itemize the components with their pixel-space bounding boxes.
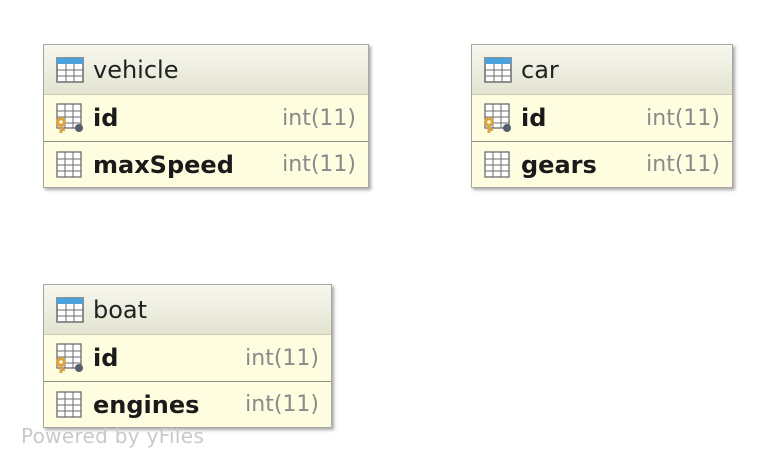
table-header[interactable]: boat (44, 285, 331, 335)
column-icon (56, 390, 82, 418)
table-icon (56, 56, 84, 83)
table-header[interactable]: vehicle (44, 45, 368, 95)
column-row[interactable]: id int(11) (472, 95, 732, 141)
column-icon (484, 150, 510, 178)
table-header[interactable]: car (472, 45, 732, 95)
table-vehicle[interactable]: vehicle id int(11) maxSpeed int(1 (43, 44, 369, 188)
column-row[interactable]: id int(11) (44, 95, 368, 141)
table-car[interactable]: car id int(11) gears int(11) (471, 44, 733, 188)
watermark: Powered by yFiles (21, 424, 205, 448)
column-type: int(11) (245, 392, 319, 417)
table-name: car (521, 55, 559, 84)
column-name: id (93, 344, 119, 372)
column-row[interactable]: id int(11) (44, 335, 331, 381)
table-name: boat (93, 295, 148, 324)
column-name: engines (93, 390, 200, 419)
column-type: int(11) (282, 105, 356, 131)
primary-key-column-icon (56, 103, 83, 133)
table-icon (56, 296, 84, 323)
column-name: gears (521, 150, 597, 179)
column-type: int(11) (646, 152, 720, 177)
table-boat[interactable]: boat id int(11) engines int(11) (43, 284, 332, 428)
table-name: vehicle (93, 55, 179, 84)
column-icon (56, 150, 82, 178)
table-icon (484, 56, 512, 83)
column-type: int(11) (282, 152, 356, 177)
primary-key-column-icon (484, 103, 511, 133)
column-name: id (93, 104, 119, 132)
column-row[interactable]: engines int(11) (44, 381, 331, 427)
column-row[interactable]: gears int(11) (472, 141, 732, 187)
column-type: int(11) (245, 345, 319, 371)
column-row[interactable]: maxSpeed int(11) (44, 141, 368, 187)
column-name: maxSpeed (93, 150, 234, 179)
column-type: int(11) (646, 105, 720, 131)
column-name: id (521, 104, 547, 132)
primary-key-column-icon (56, 343, 83, 373)
